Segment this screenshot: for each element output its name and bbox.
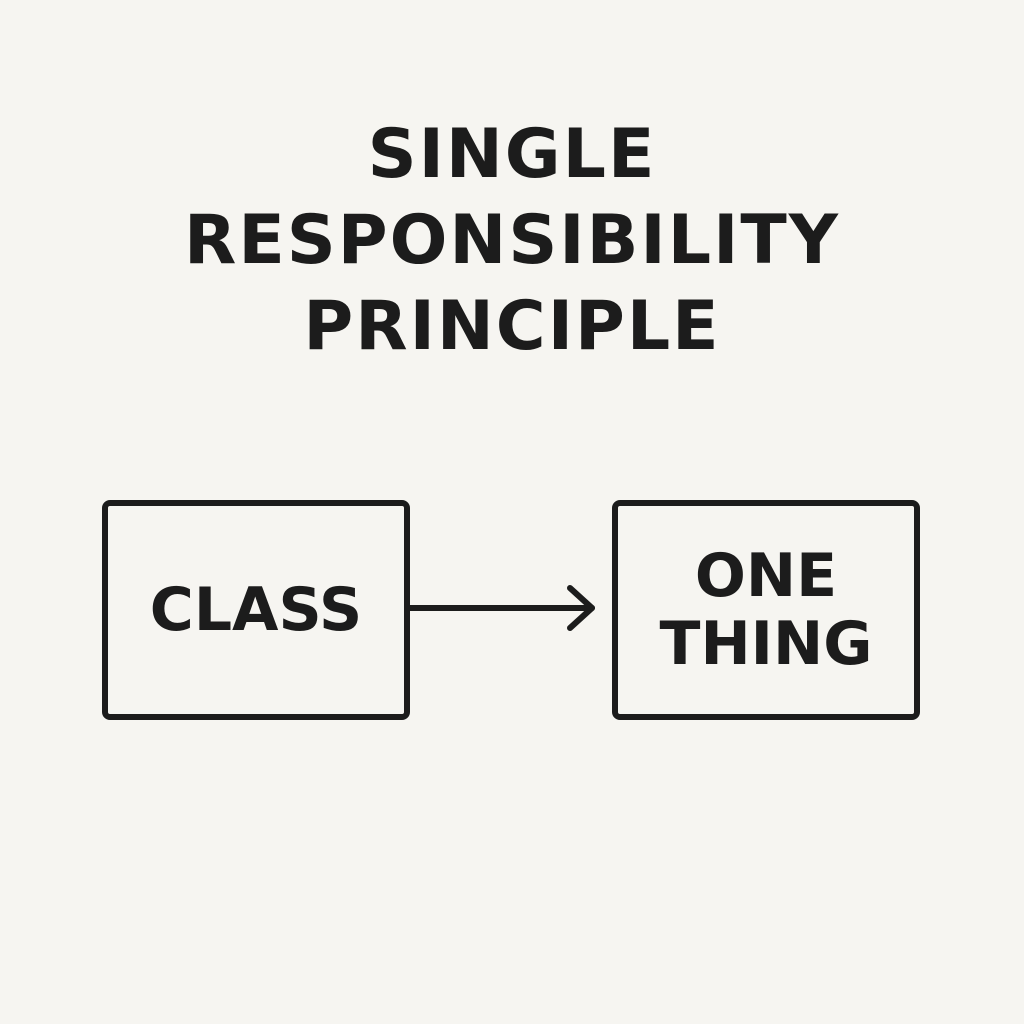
title-line-1: SINGLE bbox=[367, 115, 657, 194]
title-line-3: PRINCIPLE bbox=[303, 287, 721, 366]
one-thing-box-label-line-2: THING bbox=[659, 609, 873, 679]
one-thing-box-label-line-1: ONE bbox=[694, 541, 838, 611]
one-thing-box: ONE THING bbox=[612, 500, 920, 720]
arrow-head bbox=[567, 585, 595, 631]
arrow-connector bbox=[408, 585, 595, 631]
class-box: CLASS bbox=[102, 500, 410, 720]
title-line-2: RESPONSIBILITY bbox=[183, 201, 840, 280]
class-box-label: CLASS bbox=[149, 575, 363, 645]
diagram-title: SINGLE RESPONSIBILITY PRINCIPLE bbox=[0, 112, 1024, 370]
